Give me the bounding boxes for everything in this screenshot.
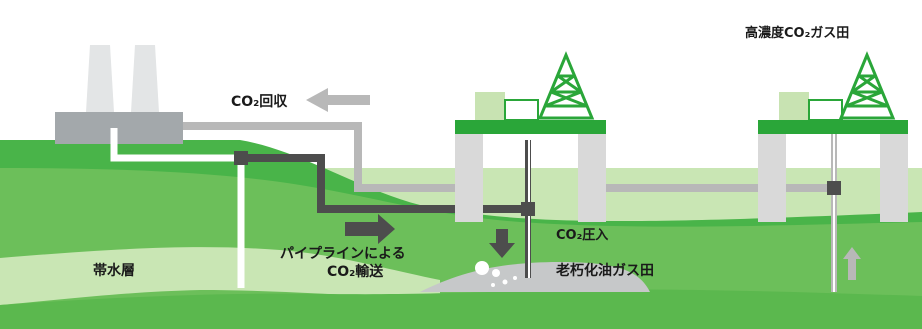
- pipeline-transport-label-line1: パイプラインによる: [280, 246, 406, 262]
- deep-layer: [0, 289, 922, 329]
- injection-arrow-icon: [489, 229, 515, 258]
- transport-pipeline: [241, 154, 528, 213]
- platform1-module: [504, 99, 539, 121]
- aquifer-label: 帯水層: [93, 263, 135, 279]
- pipeline-transport-label-line2: CO₂輸送: [327, 264, 384, 280]
- transport-arrow-icon: [345, 214, 395, 244]
- platform1-deck: [455, 120, 606, 134]
- high-co2-gas-field-label: 高濃度CO₂ガス田: [745, 26, 850, 41]
- factory-building: [55, 112, 183, 144]
- co2-bubble: [475, 261, 489, 275]
- production-arrow-icon: [843, 247, 861, 280]
- platform2-derrick: [838, 51, 896, 120]
- platform2-leg-right: [880, 134, 908, 222]
- depleted-gas-field-label: 老朽化油ガス田: [556, 263, 654, 279]
- pipe-junction: [234, 151, 248, 165]
- chimney-left: [86, 45, 114, 112]
- platform1-leg-left: [455, 134, 483, 222]
- platform1-module: [475, 92, 505, 120]
- pipe-junction: [521, 202, 535, 216]
- gas-field-reservoir: [420, 262, 650, 292]
- co2-bubble: [513, 276, 517, 280]
- platform2-leg-left: [758, 134, 786, 222]
- co2-bubble: [492, 269, 500, 277]
- platform2-deck: [758, 120, 908, 134]
- recovery-arrow-icon: [306, 88, 370, 112]
- co2-bubble: [491, 283, 495, 287]
- chimney-right: [131, 45, 159, 112]
- co2-injection-label: CO₂圧入: [556, 228, 609, 243]
- platform1-derrick: [537, 51, 595, 120]
- co2-recovery-label: CO₂回収: [231, 94, 288, 110]
- recovery-pipe: [183, 122, 458, 192]
- factory-outlet-pipe: [110, 128, 241, 162]
- aquifer-layer: [0, 247, 440, 305]
- pipe-junction: [827, 181, 841, 195]
- platform1-leg-right: [578, 134, 606, 222]
- platform2-module: [779, 92, 809, 120]
- co2-bubble: [502, 279, 508, 285]
- platform2-module: [808, 99, 843, 121]
